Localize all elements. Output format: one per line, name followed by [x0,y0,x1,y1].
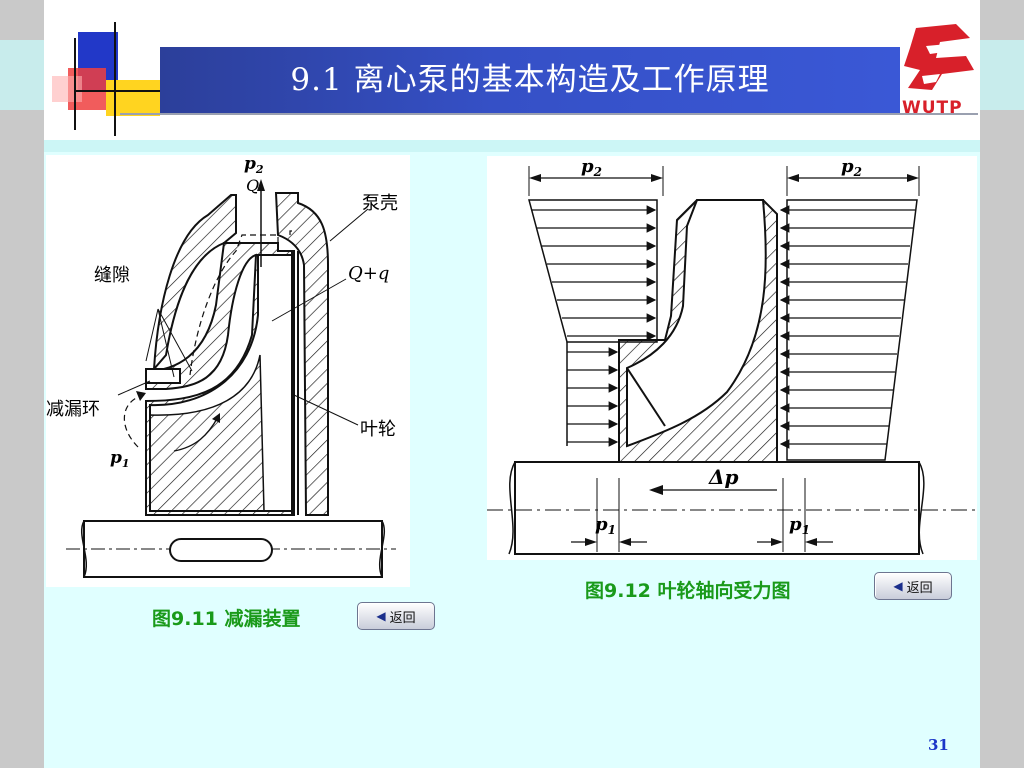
caption-figure-9-11: 图9.11 减漏装置 [152,608,301,630]
back-button-label: 返回 [906,580,933,596]
label-q: Q [246,176,259,195]
label-gap: 缝隙 [94,265,130,286]
label-delta-p: Δp [708,465,739,489]
label-p1-left: p1 [595,514,616,537]
axial-force-diagram: p2 p2 Δp p1 p1 [487,156,977,555]
back-arrow-icon: ◀ [376,609,386,623]
page-number: 31 [928,736,949,754]
content-top-strip [44,140,980,152]
back-button-left[interactable]: ◀ 返回 [357,602,435,630]
title-underline [120,113,978,115]
label-casing: 泵壳 [362,193,398,214]
side-band-left [0,40,44,110]
decorative-squares [44,0,164,140]
wutp-logo-icon: WUTP [896,18,980,122]
page-title: 9.1 离心泵的基本构造及工作原理 [160,47,900,113]
label-wear-ring: 减漏环 [46,399,100,420]
label-q-plus-q: Q+q [348,263,389,284]
label-p2-left: p2 [581,156,602,179]
back-arrow-icon: ◀ [893,579,903,593]
label-p1-right: p1 [789,514,810,537]
logo-text: WUTP [902,98,963,118]
back-button-right[interactable]: ◀ 返回 [874,572,952,600]
caption-figure-9-12: 图9.12 叶轮轴向受力图 [585,580,791,602]
label-impeller: 叶轮 [360,419,396,440]
side-band-right [980,40,1024,110]
figure-9-12-panel: p2 p2 Δp p1 p1 [487,156,977,560]
figure-9-11-panel: p2 Q 泵壳 缝隙 Q+q 减漏环 叶轮 p1 [46,154,410,587]
label-p2-right: p2 [841,156,862,179]
back-button-label: 返回 [389,610,416,626]
label-p2: p2 [244,155,264,176]
wear-ring-diagram: p2 Q 泵壳 缝隙 Q+q 减漏环 叶轮 p1 [46,154,398,578]
label-p1: p1 [110,448,130,470]
